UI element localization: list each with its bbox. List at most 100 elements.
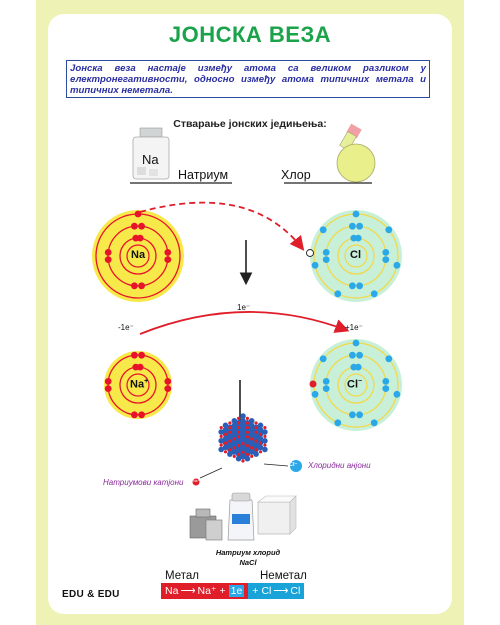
electron bbox=[322, 385, 330, 392]
electron bbox=[354, 234, 362, 242]
electron bbox=[382, 256, 390, 263]
sodium-sphere bbox=[219, 434, 223, 438]
chloride-sphere bbox=[231, 449, 238, 455]
electron bbox=[334, 419, 342, 427]
chloride-sphere bbox=[257, 422, 264, 429]
eq-cl-minus: Cl bbox=[290, 585, 301, 597]
section-subtitle: Стварање јонских једињења: bbox=[173, 118, 327, 130]
electron bbox=[134, 210, 142, 218]
electron bbox=[138, 351, 146, 359]
electron bbox=[352, 339, 360, 347]
electron bbox=[382, 385, 390, 392]
electron-transfer-dashed-arrow bbox=[139, 201, 305, 251]
sodium-sphere bbox=[263, 426, 267, 430]
metal-label: Метал bbox=[165, 570, 199, 582]
chloride-sphere bbox=[244, 447, 251, 453]
chloride-sphere bbox=[240, 427, 246, 433]
chloride-sphere bbox=[218, 446, 224, 453]
chloride-sphere bbox=[262, 446, 268, 453]
sodium-sphere bbox=[245, 416, 249, 420]
eq-na: Na bbox=[165, 585, 179, 597]
chloride-sphere bbox=[248, 427, 255, 433]
chloride-sphere bbox=[253, 433, 259, 440]
sodium-sphere bbox=[228, 421, 232, 425]
sodium-sphere bbox=[254, 448, 258, 452]
sodium-sphere bbox=[254, 426, 258, 430]
sodium-sphere bbox=[228, 430, 232, 434]
electron bbox=[138, 222, 146, 230]
metal-equation-part: Na ⟶ Na⁺ + 1e bbox=[161, 583, 249, 599]
sodium-sphere bbox=[245, 435, 249, 439]
chloride-ion-symbol: Cl− bbox=[347, 378, 363, 391]
chloride-sphere bbox=[248, 418, 255, 424]
chloride-sphere bbox=[218, 438, 224, 444]
eq-cl: Cl bbox=[261, 585, 272, 597]
chloride-sphere bbox=[257, 427, 264, 433]
sodium-sphere bbox=[254, 430, 258, 434]
electron bbox=[104, 385, 112, 392]
electron bbox=[334, 290, 342, 298]
sodium-sphere bbox=[219, 443, 223, 447]
electron bbox=[385, 355, 393, 363]
sodium-sphere bbox=[237, 435, 241, 439]
sodium-sphere bbox=[237, 452, 241, 456]
sodium-sphere bbox=[254, 421, 258, 425]
electron bbox=[370, 419, 378, 427]
sodium-sphere bbox=[241, 459, 245, 463]
electron bbox=[104, 249, 112, 256]
chlorine-symbol: Cl bbox=[350, 249, 361, 261]
electron bbox=[131, 411, 138, 419]
sodium-symbol: Na bbox=[131, 249, 146, 261]
electron bbox=[164, 385, 172, 392]
electron bbox=[319, 226, 327, 234]
sodium-sphere bbox=[258, 450, 263, 454]
definition-box: Јонска веза настаје између атома са вели… bbox=[66, 60, 430, 98]
sodium-sphere bbox=[232, 437, 236, 441]
sodium-sphere bbox=[245, 426, 249, 430]
chloride-sphere bbox=[244, 438, 251, 445]
sodium-sphere bbox=[258, 432, 263, 436]
cation-pointer bbox=[199, 467, 223, 479]
nonmetal-equation-part: + Cl ⟶ Cl bbox=[248, 583, 305, 599]
sodium-sphere bbox=[228, 448, 232, 452]
electron bbox=[349, 411, 356, 419]
electron bbox=[385, 226, 393, 234]
electron bbox=[322, 249, 330, 256]
chloride-sphere bbox=[240, 431, 246, 438]
chloride-sphere bbox=[262, 438, 268, 444]
sodium-sphere bbox=[223, 450, 228, 454]
electron-lost-label: -1e⁻ bbox=[118, 323, 134, 332]
sodium-sphere bbox=[232, 446, 236, 450]
ionization-equation: Na ⟶ Na⁺ + 1e + Cl ⟶ Cl bbox=[161, 583, 305, 599]
chloride-sphere bbox=[248, 431, 255, 438]
chloride-sphere bbox=[218, 429, 224, 435]
electron bbox=[164, 256, 172, 263]
chloride-sphere bbox=[231, 431, 238, 438]
chloride-sphere bbox=[240, 413, 246, 419]
electron bbox=[311, 261, 319, 269]
chloride-sphere bbox=[244, 455, 251, 462]
chloride-sphere bbox=[235, 438, 242, 445]
eq-arrow-2: ⟶ bbox=[273, 585, 289, 597]
chloride-sphere bbox=[222, 427, 229, 433]
nonmetal-label: Неметал bbox=[260, 570, 307, 582]
chloride-ion bbox=[310, 339, 402, 431]
definition-text: Јонска веза настаје између атома са вели… bbox=[70, 63, 426, 97]
sodium-sphere bbox=[237, 426, 241, 430]
anion-badge-text: Cl⁻ bbox=[289, 462, 298, 468]
chlorine-flask-icon bbox=[336, 123, 376, 183]
eq-electron: 1e bbox=[228, 585, 245, 597]
anion-badge-icon bbox=[290, 460, 302, 472]
electron bbox=[322, 256, 330, 263]
electron bbox=[164, 249, 172, 256]
chloride-sphere bbox=[222, 435, 229, 442]
electron bbox=[138, 282, 146, 290]
chloride-sphere bbox=[222, 422, 229, 429]
sodium-sphere bbox=[241, 450, 245, 454]
electron bbox=[356, 282, 363, 290]
page-title: ЈОНСКА ВЕЗА bbox=[168, 22, 332, 47]
chloride-sphere bbox=[231, 427, 238, 433]
cation-badge-icon bbox=[192, 478, 200, 486]
electron bbox=[352, 210, 360, 218]
sodium-sphere bbox=[245, 421, 249, 425]
